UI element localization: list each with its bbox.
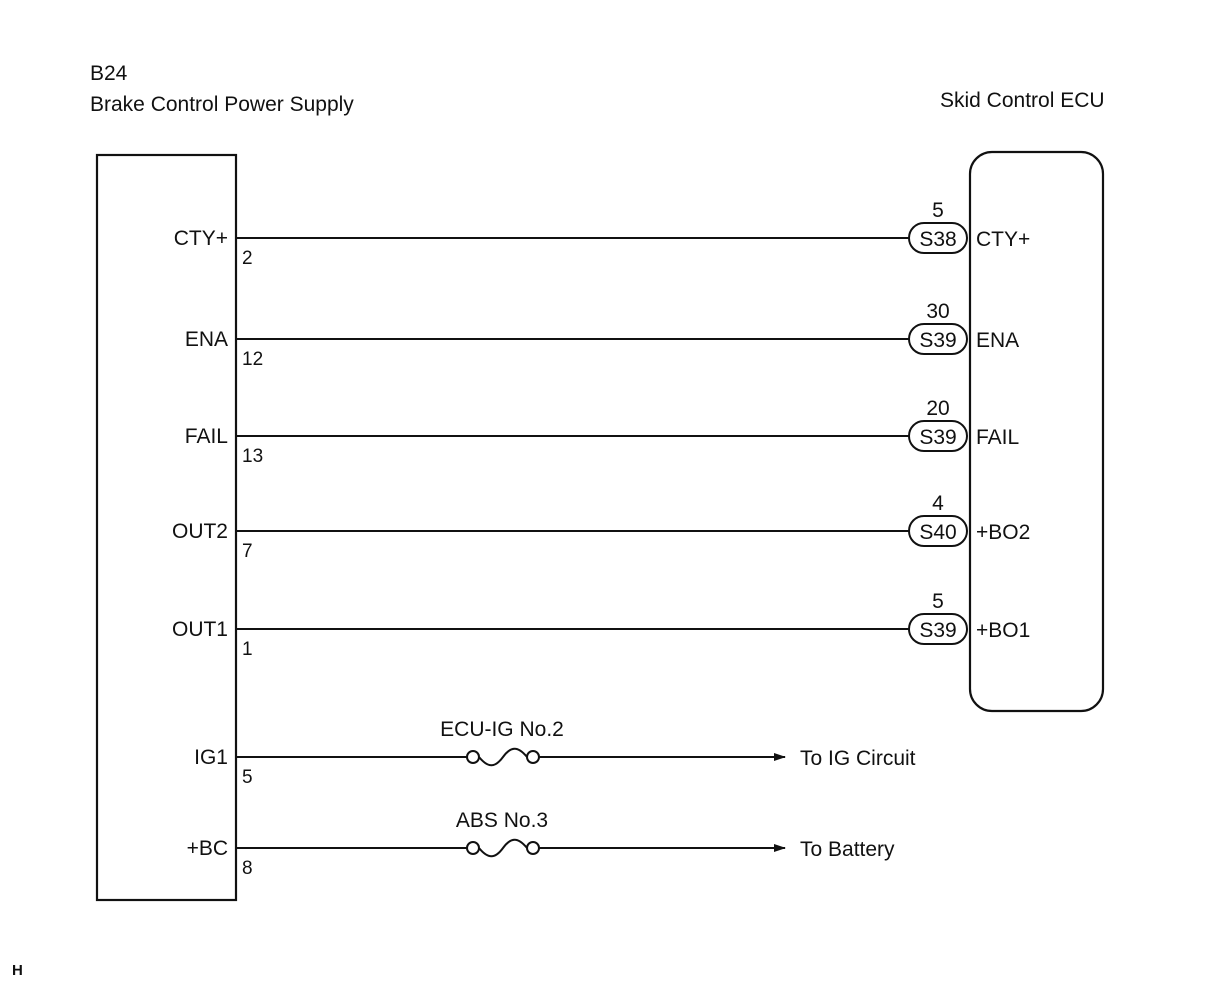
connector-code: S38 [919,228,956,251]
left-pin-number: 12 [242,349,263,370]
destination-label: To IG Circuit [800,747,916,770]
left-component-box [95,153,238,902]
fuse-icon [478,838,528,858]
corner-mark: H [12,962,23,979]
fuse-terminal [526,841,540,855]
connector-pill [908,222,968,254]
right-pin-number: 30 [926,300,949,323]
right-pin-number: 5 [932,590,944,613]
right-signal-label: ENA [976,329,1019,352]
right-signal-label: +BO1 [976,619,1030,642]
left-pin-number: 13 [242,446,263,467]
fuse-terminal [466,750,480,764]
left-signal-label: OUT2 [172,520,228,543]
left-signal-label: CTY+ [174,227,228,250]
left-component-code: B24 [90,62,128,85]
connector-pill [908,613,968,645]
fuse-terminal [466,841,480,855]
right-pin-number: 5 [932,199,944,222]
power-row: IG1 5 ECU-IG No.2 To IG Circuit [194,718,916,788]
left-signal-label: FAIL [185,425,228,448]
connector-code: S39 [919,619,956,642]
destination-label: To Battery [800,838,895,861]
connector-code: S39 [919,426,956,449]
right-signal-label: CTY+ [976,228,1030,251]
power-lines: IG1 5 ECU-IG No.2 To IG Circuit +BC 8 ABS No.3… [187,718,916,879]
left-component-name: Brake Control Power Supply [90,93,354,116]
fuse-label: ECU-IG No.2 [440,718,564,741]
connector-pill [908,515,968,547]
left-signal-label: ENA [185,328,228,351]
signal-row: OUT1 1 S39 5 +BO1 [172,590,1030,660]
right-signal-label: FAIL [976,426,1019,449]
signal-wires: CTY+2S385CTY+ENA12S3930ENAFAIL13S3920FAI… [172,199,1030,660]
signal-row: OUT2 7 S40 4 +BO2 [172,492,1030,562]
left-pin-number: 8 [242,858,253,879]
connector-code: S40 [919,521,956,544]
left-pin-number: 5 [242,767,253,788]
left-signal-label: IG1 [194,746,228,769]
right-pin-number: 20 [926,397,949,420]
power-row: +BC 8 ABS No.3 To Battery [187,809,895,879]
right-component-box [968,150,1105,713]
connector-code: S39 [919,329,956,352]
right-signal-label: +BO2 [976,521,1030,544]
left-pin-number: 2 [242,248,253,269]
connector-pill [908,420,968,452]
right-component-name: Skid Control ECU [940,89,1105,112]
left-signal-label: OUT1 [172,618,228,641]
connector-pill [908,323,968,355]
left-pin-number: 1 [242,639,253,660]
fuse-terminal [526,750,540,764]
right-pin-number: 4 [932,492,944,515]
fuse-label: ABS No.3 [456,809,548,832]
left-signal-label: +BC [187,837,228,860]
left-pin-number: 7 [242,541,253,562]
fuse-icon [478,747,528,767]
